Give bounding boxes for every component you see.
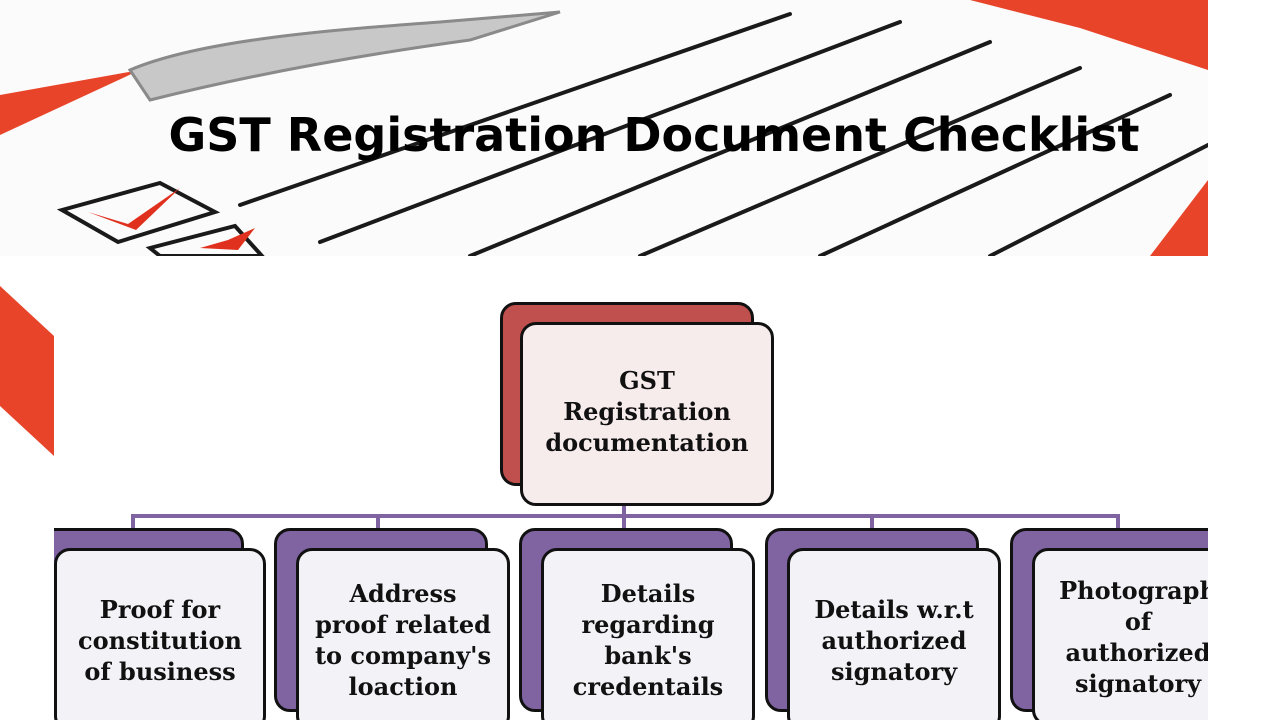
clipboard-checklist-icon: [0, 0, 1208, 256]
clip-icon: [127, 10, 561, 102]
root-node-label: GST Registration documentation: [545, 365, 749, 457]
child-node-3: Details regarding bank's credentails: [519, 528, 755, 720]
clipboard-edge-bottom: [1150, 180, 1208, 256]
clipboard-edge-right: [970, 0, 1208, 70]
page-title: GST Registration Document Checklist: [168, 108, 1140, 162]
child-node-label: Details w.r.t authorized signatory: [814, 594, 974, 686]
child-node-label: Photograph of authorized signatory: [1059, 576, 1208, 698]
check-mark-icon: [200, 228, 255, 250]
hierarchy-diagram: GST Registration documentation Proof for…: [54, 256, 1208, 720]
child-node-label: Address proof related to company's loact…: [314, 579, 492, 701]
header-banner: GST Registration Document Checklist: [0, 0, 1208, 256]
child-node-2: Address proof related to company's loact…: [274, 528, 510, 720]
clipboard-edge-lower: [0, 256, 54, 720]
child-node-4: Details w.r.t authorized signatory: [765, 528, 1001, 720]
child-node-label: Proof for constitution of business: [78, 594, 242, 686]
check-mark-icon: [88, 188, 180, 230]
child-node-label: Details regarding bank's credentails: [572, 579, 724, 701]
clipboard-edge-left: [0, 70, 140, 135]
child-node-1: Proof for constitution of business: [54, 528, 266, 720]
connector-drop: [376, 514, 380, 534]
connector-drop: [131, 514, 135, 534]
connector-vertical: [622, 496, 626, 526]
child-node-5: Photograph of authorized signatory: [1010, 528, 1208, 720]
connector-drop: [870, 514, 874, 534]
connector-drop: [1116, 514, 1120, 534]
connector-drop: [622, 514, 626, 534]
right-margin: [1208, 0, 1280, 720]
root-node: GST Registration documentation: [500, 302, 774, 506]
